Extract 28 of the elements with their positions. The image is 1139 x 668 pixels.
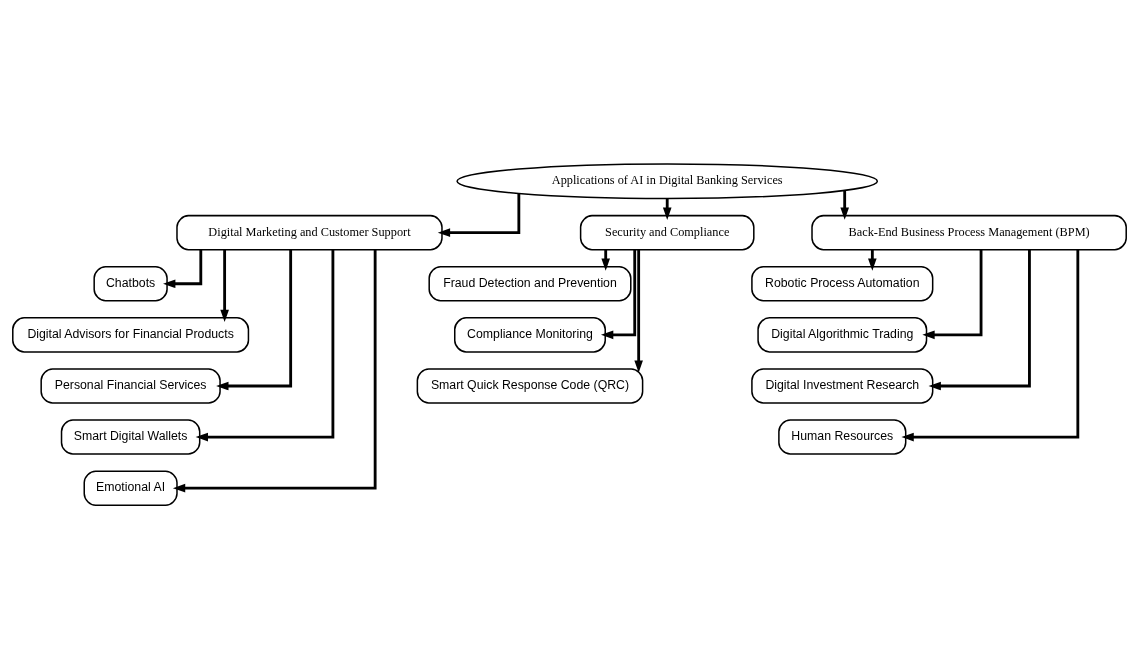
node-box: Smart Quick Response Code (QRC) — [416, 367, 644, 404]
arrow — [220, 249, 229, 322]
node-box: Compliance Monitoring — [454, 316, 606, 353]
arrow — [634, 249, 643, 373]
node-box: Human Resources — [778, 418, 907, 455]
arrow — [901, 249, 1080, 441]
node-box: Digital Advisors for Financial Products — [12, 316, 250, 353]
arrow — [928, 249, 1031, 390]
node-box: Digital Marketing and Customer Support — [176, 214, 443, 250]
arrow — [922, 249, 983, 339]
node-box: Fraud Detection and Prevention — [428, 265, 632, 302]
arrow — [172, 249, 377, 492]
arrow — [662, 198, 672, 220]
arrow — [840, 190, 849, 220]
node-box: Back-End Business Process Management (BPM) — [811, 214, 1127, 250]
arrow — [437, 193, 521, 237]
node-box: Chatbots — [93, 265, 168, 302]
arrow — [195, 249, 335, 441]
arrow — [163, 249, 203, 288]
arrow — [216, 249, 293, 390]
node-box: Personal Financial Services — [40, 367, 221, 404]
node-ellipse: Applications of AI in Digital Banking Services — [456, 162, 879, 199]
node-box: Digital Algorithmic Trading — [757, 316, 928, 353]
node-box: Security and Compliance — [579, 214, 755, 250]
node-box: Emotional AI — [83, 469, 178, 506]
node-box: Smart Digital Wallets — [60, 418, 201, 455]
node-box: Robotic Process Automation — [751, 265, 934, 302]
node-box: Digital Investment Research — [751, 367, 934, 404]
